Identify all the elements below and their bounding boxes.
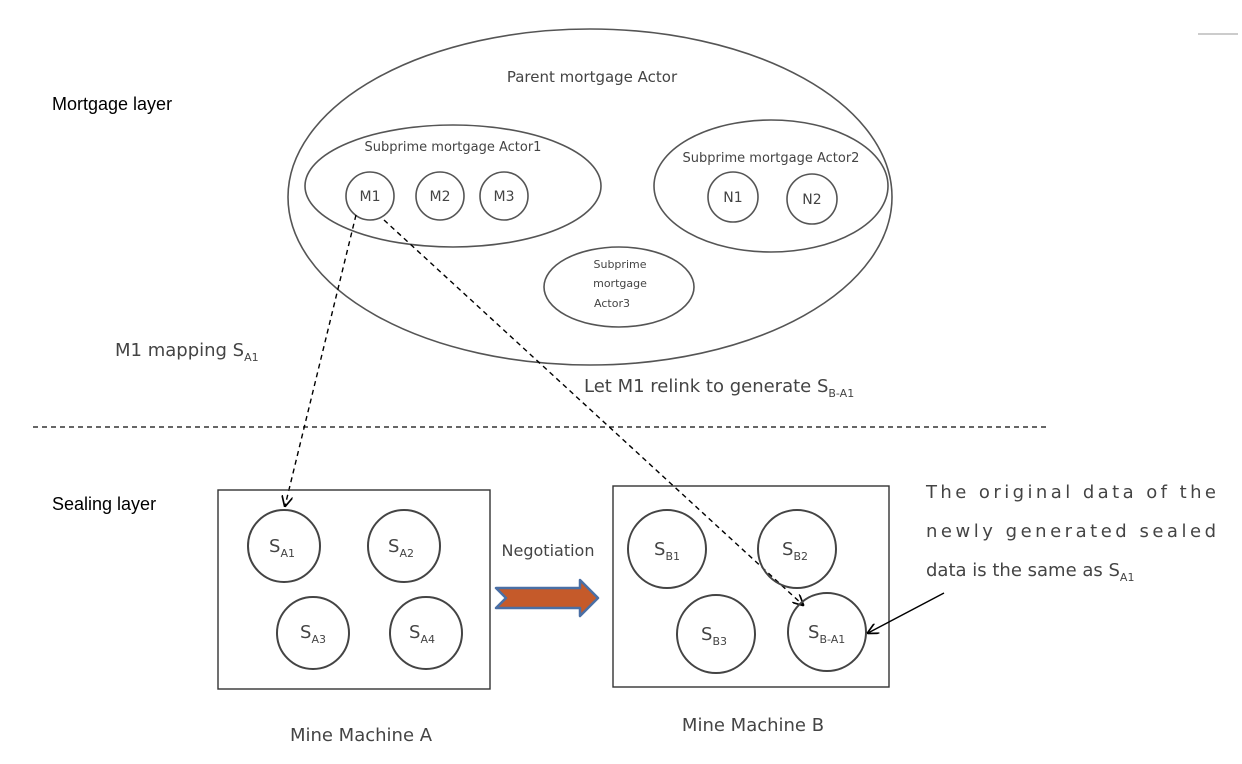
- cell-b2-label: SB2: [782, 539, 808, 563]
- mapping-label: M1 mapping SA1: [115, 340, 259, 364]
- cell-a3-label: SA3: [300, 622, 326, 646]
- machine-a-box: [217, 489, 491, 690]
- cell-a1: [247, 509, 321, 583]
- cell-b1-label: SB1: [654, 539, 680, 563]
- node-n2: [786, 173, 838, 225]
- actor2-ellipse: [653, 119, 889, 253]
- sealing-layer-label: Sealing layer: [52, 494, 156, 514]
- node-n2-label: N2: [802, 192, 821, 208]
- relink-arrow: [383, 219, 803, 605]
- cell-a1-label: SA1: [269, 536, 295, 560]
- cell-a4: [389, 596, 463, 670]
- cell-b-a1: [787, 592, 867, 672]
- cell-a3: [276, 596, 350, 670]
- actor2-label: Subprime mortgage Actor2: [683, 151, 860, 166]
- node-m2: [415, 171, 465, 221]
- node-n1-label: N1: [723, 190, 742, 206]
- note-line-2: newly generated sealed: [926, 521, 1216, 542]
- parent-actor-label: Parent mortgage Actor: [507, 68, 678, 86]
- relink-label: Let M1 relink to generate SB-A1: [584, 376, 854, 400]
- actor3-label-1: Subprime: [594, 258, 647, 271]
- cell-a2-label: SA2: [388, 536, 414, 560]
- cell-b3-label: SB3: [701, 624, 727, 648]
- machine-b-box: [612, 485, 890, 688]
- actor1-ellipse: [304, 124, 602, 248]
- cell-b1: [627, 509, 707, 589]
- node-n1: [707, 171, 759, 223]
- mortgage-layer-label: Mortgage layer: [52, 94, 172, 114]
- cell-b3: [676, 594, 756, 674]
- machine-b-label: Mine Machine B: [682, 715, 824, 736]
- mapping-arrow: [285, 214, 357, 506]
- actor3-label-3: Actor3: [594, 297, 630, 310]
- actor1-label: Subprime mortgage Actor1: [365, 140, 542, 155]
- parent-actor-ellipse: [287, 28, 893, 366]
- cell-a4-label: SA4: [409, 622, 435, 646]
- note-line-1: The original data of the: [925, 482, 1216, 503]
- negotiation-arrow: [494, 578, 600, 618]
- node-m1: [345, 171, 395, 221]
- negotiation-label: Negotiation: [502, 541, 595, 560]
- machine-a-label: Mine Machine A: [290, 725, 433, 746]
- actor3-label-2: mortgage: [593, 277, 647, 290]
- cell-b-a1-label: SB-A1: [808, 622, 845, 646]
- node-m1-label: M1: [360, 189, 381, 205]
- note-arrow: [868, 592, 945, 633]
- cell-a2: [367, 509, 441, 583]
- node-m3-label: M3: [494, 189, 515, 205]
- node-m2-label: M2: [430, 189, 451, 205]
- node-m3: [479, 171, 529, 221]
- note-line-3: data is the same as SA1: [926, 560, 1134, 584]
- cell-b2: [757, 509, 837, 589]
- actor3-ellipse: [543, 246, 695, 328]
